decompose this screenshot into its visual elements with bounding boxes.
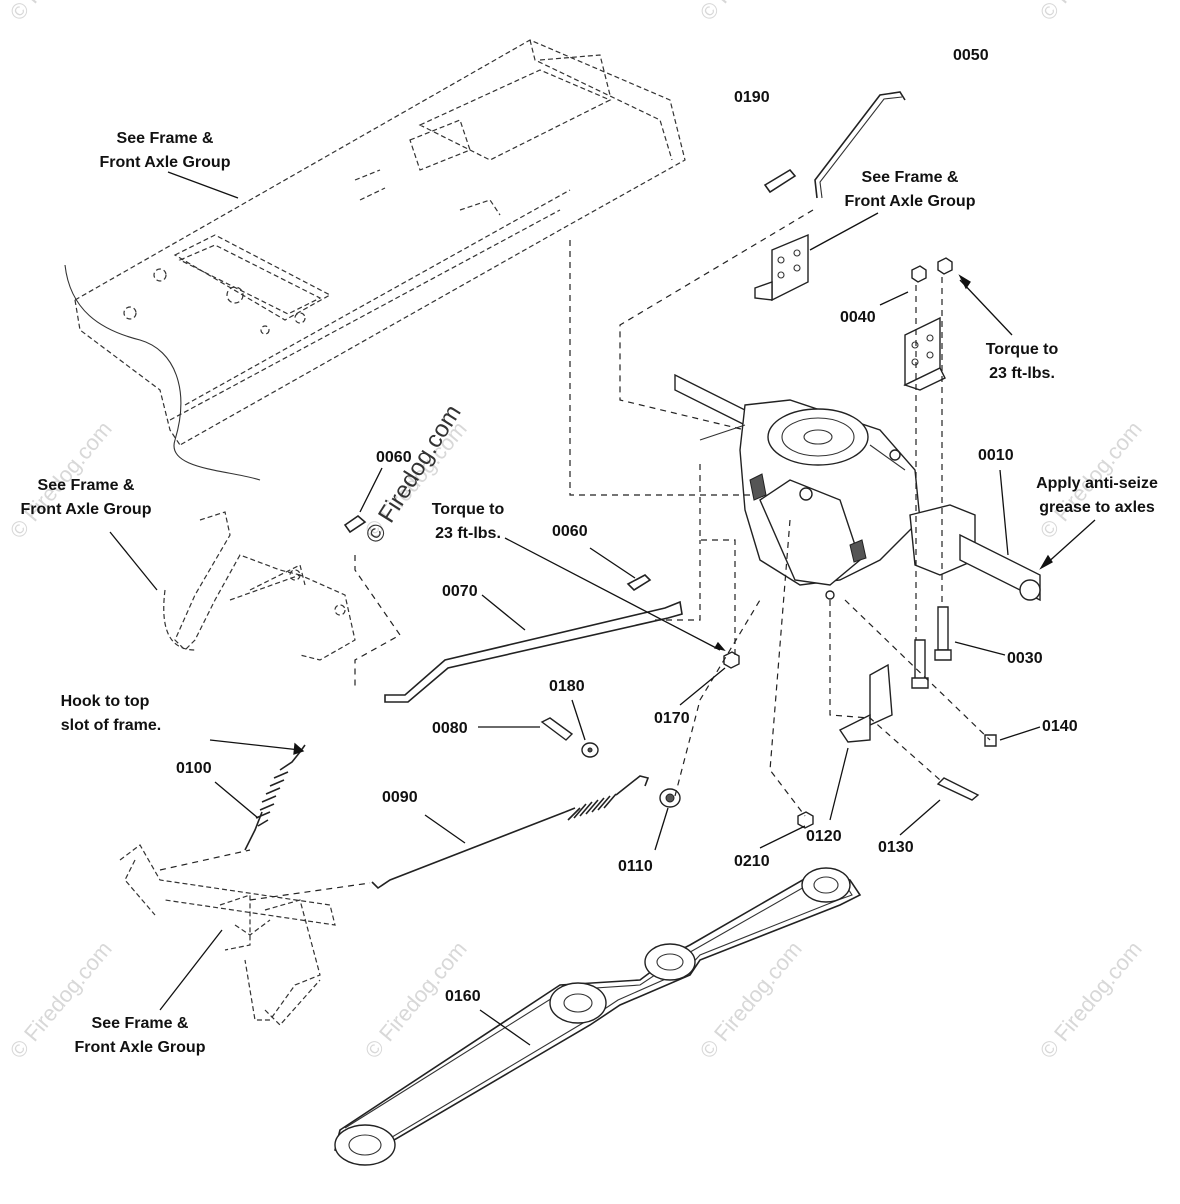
callout-0080: 0080 bbox=[432, 720, 468, 737]
pedal-icon bbox=[163, 511, 356, 661]
callout-0110: 0110 bbox=[618, 858, 653, 875]
annotation-notes: See Frame & Front Axle Group See Frame &… bbox=[21, 130, 1158, 1056]
note-frame-right-line1: See Frame & bbox=[862, 169, 959, 186]
note-torque-mid-line1: Torque to bbox=[432, 501, 505, 518]
note-frame-bottom-line2: Front Axle Group bbox=[75, 1039, 206, 1056]
callout-0190: 0190 bbox=[734, 89, 770, 106]
callout-labels: 0050 0190 0040 0010 0060 0060 0070 0170 … bbox=[176, 47, 1078, 1005]
callout-0040: 0040 bbox=[840, 309, 876, 326]
note-hook-line2: slot of frame. bbox=[61, 717, 161, 734]
assembly-lines bbox=[159, 209, 991, 901]
callout-0140: 0140 bbox=[1042, 718, 1078, 735]
callout-0050: 0050 bbox=[953, 47, 989, 64]
callout-0180: 0180 bbox=[549, 678, 585, 695]
note-torque-right-line1: Torque to bbox=[986, 341, 1059, 358]
leader-lines bbox=[109, 171, 1096, 1046]
watermark-tile: © Firedog.com bbox=[695, 0, 807, 25]
note-antiseize-line2: grease to axles bbox=[1039, 499, 1155, 516]
rod-icon bbox=[814, 91, 906, 199]
callout-0120: 0120 bbox=[806, 828, 842, 845]
note-hook-line1: Hook to top bbox=[61, 693, 150, 710]
note-frame-right-line2: Front Axle Group bbox=[845, 193, 976, 210]
callout-0210: 0210 bbox=[734, 853, 770, 870]
bracket-icon bbox=[754, 233, 946, 743]
note-frame-left-line1: See Frame & bbox=[38, 477, 135, 494]
watermark-tile: © Firedog.com bbox=[1035, 0, 1147, 25]
belt-icon bbox=[334, 867, 862, 1166]
note-frame-left-line2: Front Axle Group bbox=[21, 501, 152, 518]
callout-0090: 0090 bbox=[382, 789, 418, 806]
callout-0100: 0100 bbox=[176, 760, 212, 777]
linkage-icon bbox=[119, 844, 336, 1026]
note-torque-mid-line2: 23 ft-lbs. bbox=[435, 525, 501, 542]
link-rod-icon bbox=[343, 514, 683, 703]
bolt-icon bbox=[540, 606, 997, 801]
callout-0130: 0130 bbox=[878, 839, 914, 856]
watermark-tile: © Firedog.com bbox=[5, 0, 117, 25]
clip-icon bbox=[763, 168, 797, 194]
transaxle-icon bbox=[674, 373, 1041, 602]
spring-icon bbox=[244, 744, 650, 890]
note-antiseize-line1: Apply anti-seize bbox=[1036, 475, 1158, 492]
callout-0010: 0010 bbox=[978, 447, 1014, 464]
note-torque-right-line2: 23 ft-lbs. bbox=[989, 365, 1055, 382]
callout-0060: 0060 bbox=[376, 449, 412, 466]
callout-0030: 0030 bbox=[1007, 650, 1043, 667]
callout-0060: 0060 bbox=[552, 523, 588, 540]
nut-icon bbox=[581, 257, 953, 829]
callout-0070: 0070 bbox=[442, 583, 478, 600]
callout-0160: 0160 bbox=[445, 988, 481, 1005]
note-frame-top-line2: Front Axle Group bbox=[100, 154, 231, 171]
watermark-tile: © Firedog.com bbox=[1035, 936, 1147, 1063]
note-frame-top-line1: See Frame & bbox=[117, 130, 214, 147]
note-frame-bottom-line1: See Frame & bbox=[92, 1015, 189, 1032]
frame-chassis-icon bbox=[64, 39, 686, 481]
callout-0170: 0170 bbox=[654, 710, 690, 727]
